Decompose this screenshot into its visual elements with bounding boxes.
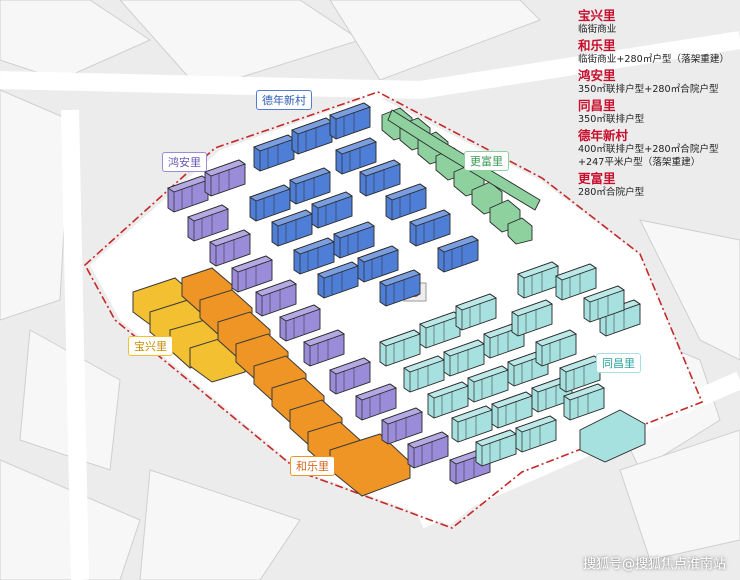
legend-desc-baoxing: 临街商业 bbox=[578, 24, 617, 35]
label-tongchang: 同昌里 bbox=[596, 353, 641, 373]
legend-title-gengfu: 更富里 bbox=[578, 171, 616, 186]
legend-desc-hele: 临街商业+280㎡户型（落架重建） bbox=[578, 54, 730, 65]
label-hongan: 鸿安里 bbox=[162, 152, 207, 172]
tongchang-buildings bbox=[379, 261, 646, 467]
legend-desc-denian-line2: +247平米户型（落架重建） bbox=[578, 157, 701, 168]
legend-desc-gengfu: 280㎡合院户型 bbox=[578, 187, 645, 198]
legend-title-hongan: 鸿安里 bbox=[578, 68, 616, 83]
legend-title-hele: 和乐里 bbox=[578, 38, 616, 53]
label-denian: 德年新村 bbox=[256, 90, 312, 110]
hele-buildings bbox=[181, 267, 411, 497]
legend-desc-tongchang: 350㎡联排户型 bbox=[578, 114, 645, 125]
legend-desc-denian: 400㎡联排户型+280㎡合院户型 bbox=[578, 144, 719, 155]
watermark: 搜狐号@搜狐焦点淮南站 bbox=[582, 557, 726, 572]
site-boundary bbox=[83, 91, 704, 529]
label-baoxing: 宝兴里 bbox=[128, 336, 173, 356]
legend-title-denian: 德年新村 bbox=[578, 128, 629, 143]
label-gengfu: 更富里 bbox=[464, 151, 509, 171]
label-hele: 和乐里 bbox=[290, 456, 335, 476]
legend-title-baoxing: 宝兴里 bbox=[578, 8, 616, 23]
legend-desc-hongan: 350㎡联排户型+280㎡合院户型 bbox=[578, 84, 719, 95]
legend: 宝兴里 临街商业 和乐里 临街商业+280㎡户型（落架重建） 鸿安里 350㎡联… bbox=[578, 6, 738, 199]
legend-title-tongchang: 同昌里 bbox=[578, 98, 616, 113]
